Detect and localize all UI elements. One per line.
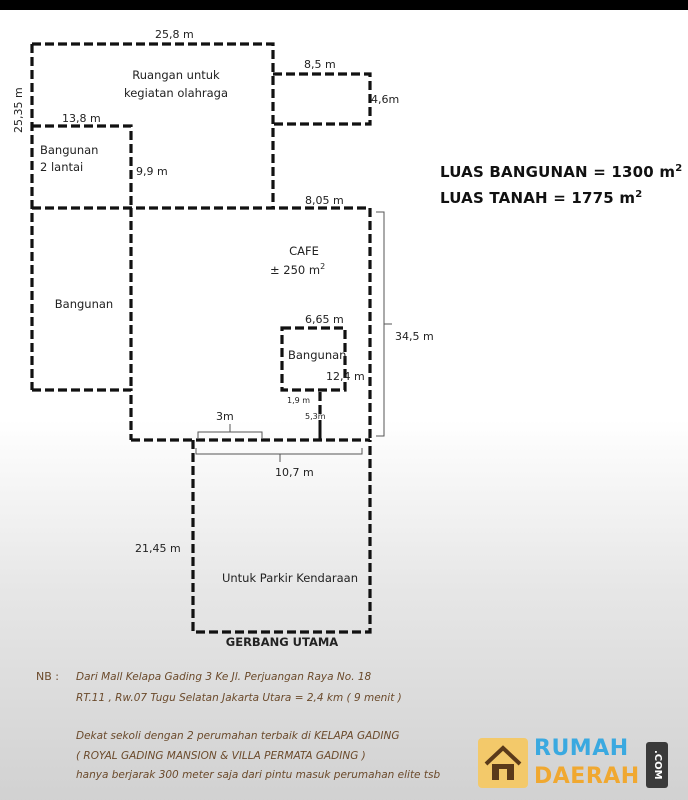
gap-bracket bbox=[197, 431, 263, 438]
left-building-wall bbox=[32, 388, 133, 440]
dim-building2-width: 13,8 m bbox=[62, 112, 101, 125]
dim-top-width: 25,8 m bbox=[155, 28, 194, 41]
parking-wall bbox=[191, 440, 372, 634]
room-left-building: Bangunan bbox=[55, 297, 113, 311]
dim-annex-height: 4,6m bbox=[371, 93, 399, 106]
room-building2-line1: Bangunan bbox=[40, 143, 98, 157]
logo-word-rumah: RUMAH bbox=[534, 736, 629, 761]
dim-parking-height: 21,45 m bbox=[135, 542, 181, 555]
top-black-bar bbox=[0, 0, 688, 10]
sports-room-wall bbox=[32, 42, 275, 208]
note-line-1: Dari Mall Kelapa Gading 3 Ke Jl. Perjuan… bbox=[76, 671, 372, 683]
building-area-text: LUAS BANGUNAN = 1300 m2 bbox=[440, 163, 683, 181]
building2-wall bbox=[32, 124, 133, 208]
annex-wall bbox=[273, 72, 372, 126]
dim-left-height: 25,35 m bbox=[12, 87, 25, 133]
background-shade bbox=[0, 420, 688, 800]
note-line-4: ( ROYAL GADING MANSION & VILLA PERMATA G… bbox=[76, 750, 366, 762]
dim-gap-width: 3m bbox=[216, 410, 234, 423]
note-line-2: RT.11 , Rw.07 Tugu Selatan Jakarta Utara… bbox=[76, 692, 402, 704]
note-line-3: Dekat sekoli dengan 2 perumahan terbaik … bbox=[76, 730, 400, 742]
inner-building-wall bbox=[280, 326, 347, 392]
logo-word-daerah: DAERAH bbox=[534, 764, 640, 789]
dim-parking-width: 10,7 m bbox=[275, 466, 314, 479]
dim-cafe-top: 8,05 m bbox=[305, 194, 344, 207]
land-area-text: LUAS TANAH = 1775 m2 bbox=[440, 189, 643, 207]
room-cafe: CAFE bbox=[289, 244, 319, 258]
notes-tag: NB : bbox=[36, 670, 59, 683]
dim-building2-height: 9,9 m bbox=[136, 165, 168, 178]
room-sports-line2: kegiatan olahraga bbox=[124, 86, 228, 100]
note-line-5: hanya berjarak 300 meter saja dari pintu… bbox=[76, 769, 441, 781]
house-icon bbox=[478, 738, 528, 788]
room-sports-line1: Ruangan untuk bbox=[132, 68, 220, 82]
dim-inner-height: 12,4 m bbox=[326, 370, 365, 383]
parking-bracket bbox=[195, 448, 363, 455]
room-inner-building: Bangunan bbox=[288, 348, 346, 362]
logo-dotcom: .COM bbox=[646, 742, 668, 788]
room-parking: Untuk Parkir Kendaraan bbox=[222, 571, 358, 585]
dim-right-height: 34,5 m bbox=[395, 330, 434, 343]
dim-inner-width: 6,65 m bbox=[305, 313, 344, 326]
room-building2-line2: 2 lantai bbox=[40, 160, 83, 174]
room-cafe-area: ± 250 m2 bbox=[270, 262, 325, 277]
site-logo: RUMAH DAERAH .COM bbox=[478, 732, 678, 794]
main-gate-label: GERBANG UTAMA bbox=[226, 635, 339, 649]
right-height-bracket bbox=[376, 211, 385, 437]
dim-annex-width: 8,5 m bbox=[304, 58, 336, 71]
dim-small-b: 5,3m bbox=[305, 412, 326, 421]
dim-small-a: 1,9 m bbox=[287, 396, 310, 405]
